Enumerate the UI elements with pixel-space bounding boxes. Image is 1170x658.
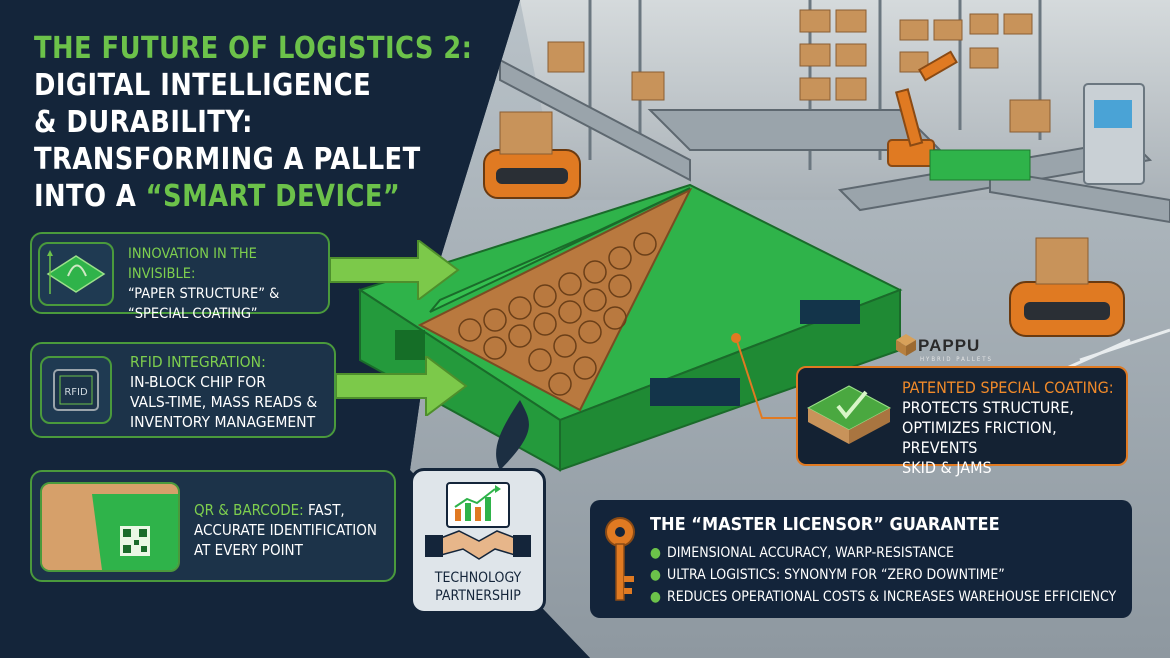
- qr-heading-rest: FAST,: [303, 501, 345, 519]
- coating-layer-icon: [806, 385, 892, 444]
- innovation-line-2: “SPECIAL COATING”: [128, 306, 258, 322]
- innovation-text: INNOVATION IN THE INVISIBLE: “PAPER STRU…: [128, 244, 328, 324]
- partnership-label: TECHNOLOGY PARTNERSHIP: [413, 569, 543, 605]
- handshake-chart-icon: [425, 482, 531, 560]
- partnership-line-1: TECHNOLOGY: [434, 570, 522, 586]
- qr-card: QR & BARCODE: FAST, ACCURATE IDENTIFICAT…: [30, 470, 396, 582]
- coating-line-3: SKID & JAMS: [902, 458, 992, 477]
- innovation-icon-box: [38, 242, 114, 306]
- title-line-1: THE FUTURE OF LOGISTICS 2:: [34, 31, 473, 66]
- rfid-chip-icon: RFID: [53, 369, 99, 411]
- pappu-cube-icon: [896, 334, 916, 356]
- coating-heading: PATENTED SPECIAL COATING:: [902, 378, 1114, 397]
- arrow-rfid-icon: [336, 356, 468, 416]
- innovation-line-1: “PAPER STRUCTURE” &: [128, 286, 280, 302]
- guarantee-item: ●ULTRA LOGISTICS: SYNONYM FOR “ZERO DOWN…: [650, 567, 1005, 583]
- title-line-2: DIGITAL INTELLIGENCE: [34, 68, 372, 103]
- guarantee-item: ●REDUCES OPERATIONAL COSTS & INCREASES W…: [650, 589, 1117, 605]
- coating-line-2: OPTIMIZES FRICTION, PREVENTS: [902, 418, 1057, 457]
- paper-structure-icon: [46, 250, 106, 294]
- rfid-line-3: INVENTORY MANAGEMENT: [130, 413, 316, 431]
- title-line-3: & DURABILITY:: [34, 105, 253, 140]
- key-icon: [605, 517, 635, 601]
- rfid-icon-box: RFID: [40, 356, 112, 424]
- guarantee-list: ●DIMENSIONAL ACCURACY, WARP-RESISTANCE ●…: [650, 542, 1116, 608]
- rfid-line-2: VALS-TIME, MASS READS &: [130, 393, 318, 411]
- guarantee-heading: THE “MASTER LICENSOR” GUARANTEE: [650, 514, 1000, 535]
- rfid-heading: RFID INTEGRATION:: [130, 353, 266, 371]
- title-highlight: “SMART DEVICE”: [145, 179, 401, 214]
- qr-line-2: AT EVERY POINT: [194, 541, 303, 559]
- pappu-logo: PAPPU HYBRID PALLETS: [896, 334, 991, 363]
- title-line-4: TRANSFORMING A PALLET: [34, 142, 421, 177]
- innovation-card: INNOVATION IN THE INVISIBLE: “PAPER STRU…: [30, 232, 330, 322]
- rfid-line-1: IN-BLOCK CHIP FOR: [130, 373, 266, 391]
- title-line-5: INTO A: [34, 179, 146, 214]
- guarantee-item: ●DIMENSIONAL ACCURACY, WARP-RESISTANCE: [650, 545, 954, 561]
- qr-line-1: ACCURATE IDENTIFICATION: [194, 521, 377, 539]
- rfid-text: RFID INTEGRATION: IN-BLOCK CHIP FOR VALS…: [130, 352, 317, 432]
- partnership-line-2: PARTNERSHIP: [435, 588, 521, 604]
- qr-icon-box: [40, 482, 180, 572]
- coating-text: PATENTED SPECIAL COATING: PROTECTS STRUC…: [902, 378, 1126, 478]
- coating-card: PATENTED SPECIAL COATING: PROTECTS STRUC…: [796, 366, 1128, 477]
- guarantee-card: THE “MASTER LICENSOR” GUARANTEE ●DIMENSI…: [590, 500, 1132, 618]
- qr-heading: QR & BARCODE:: [194, 501, 304, 519]
- rfid-card: RFID RFID INTEGRATION: IN-BLOCK CHIP FOR…: [30, 342, 336, 438]
- qr-text: QR & BARCODE: FAST, ACCURATE IDENTIFICAT…: [194, 500, 377, 560]
- arrow-innovation-icon: [330, 240, 460, 300]
- rfid-chip-label: RFID: [64, 387, 88, 398]
- pappu-tagline: HYBRID PALLETS: [920, 356, 993, 363]
- qr-corner-icon: [42, 484, 178, 570]
- pappu-name: PAPPU: [918, 336, 981, 355]
- innovation-heading: INNOVATION IN THE INVISIBLE:: [128, 246, 257, 282]
- page-title: THE FUTURE OF LOGISTICS 2: DIGITAL INTEL…: [34, 30, 472, 215]
- coating-line-1: PROTECTS STRUCTURE,: [902, 398, 1074, 417]
- technology-partnership-badge: TECHNOLOGY PARTNERSHIP: [410, 468, 546, 614]
